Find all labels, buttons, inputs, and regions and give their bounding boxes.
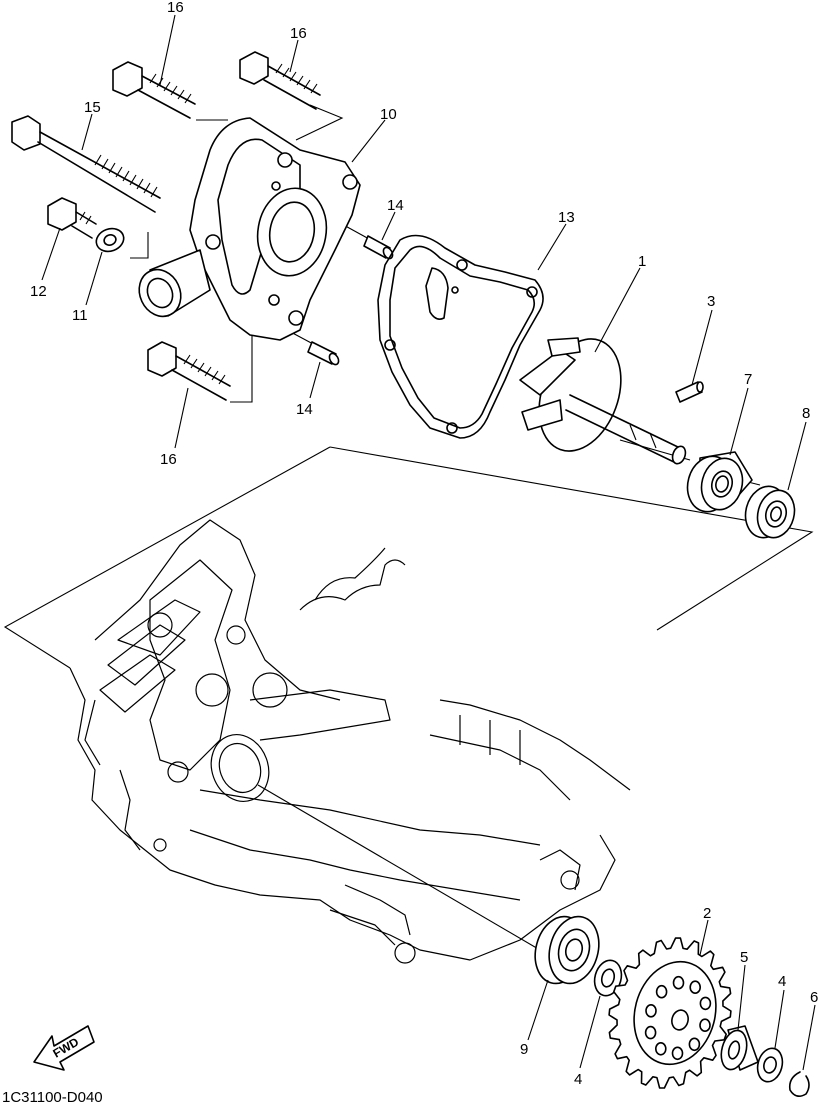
assembly-plane-outline	[329, 446, 814, 631]
part-14-dowel-pin-b	[307, 341, 340, 366]
crankcase	[69, 519, 631, 964]
gear-hole	[671, 1046, 684, 1061]
callout-1: 1	[638, 253, 646, 270]
part-16-bolt-b	[239, 51, 321, 110]
part-13-gasket	[377, 234, 544, 439]
callout-6: 6	[810, 989, 818, 1006]
callout-8: 8	[802, 405, 810, 422]
part-2-gear	[608, 937, 732, 1089]
gear-hole	[672, 975, 685, 990]
drawing-code: 1C31100-D040	[2, 1089, 103, 1105]
callout-5: 5	[740, 949, 748, 966]
part-6-circlip	[788, 1071, 810, 1098]
callout-15: 15	[84, 99, 101, 116]
callout-14-bottom: 14	[296, 401, 313, 418]
part-1-impeller-shaft	[519, 337, 687, 465]
callout-16-bottom: 16	[160, 451, 177, 468]
callout-numbers: 16 16 10 15 14 13 12 11 1 3 7 8 14 16 2 …	[30, 0, 818, 1088]
callout-leaders	[41, 14, 816, 1071]
gear-hole	[689, 980, 702, 995]
gear-hole	[655, 984, 668, 999]
callout-16-top: 16	[167, 0, 184, 16]
part-15-long-bolt	[11, 115, 161, 213]
callout-14-top: 14	[387, 197, 404, 214]
gear-hole	[654, 1042, 667, 1056]
callout-3: 3	[707, 293, 715, 310]
callout-13: 13	[558, 209, 575, 226]
part-3-pin	[675, 381, 704, 403]
part-9-bearing	[534, 915, 600, 985]
callout-4-right: 4	[778, 973, 786, 990]
callout-7: 7	[744, 371, 752, 388]
part-16-bolt-a	[112, 61, 196, 119]
part-11-washer	[95, 227, 125, 253]
gear-hole	[699, 996, 712, 1011]
part-7-bearing	[686, 451, 753, 513]
callout-2: 2	[703, 905, 711, 922]
gear-hole	[644, 1025, 657, 1040]
callout-16-right: 16	[290, 25, 307, 42]
callout-12: 12	[30, 283, 47, 300]
part-8-oil-seal	[744, 485, 796, 539]
part-5-collar	[720, 1025, 759, 1071]
callout-4-left: 4	[574, 1071, 582, 1088]
part-4-washer-a	[593, 959, 623, 997]
gear-hole	[688, 1037, 701, 1052]
fwd-arrow-icon: FWD	[33, 1025, 95, 1071]
gear-hole	[645, 1003, 657, 1018]
callout-10: 10	[380, 106, 397, 123]
callout-9: 9	[520, 1041, 528, 1058]
part-16-bolt-c	[147, 341, 231, 401]
part-10-pump-cover	[138, 117, 361, 341]
part-12-short-bolt	[47, 197, 97, 239]
part-4-washer-b	[756, 1047, 784, 1083]
assembly-plane-outline-left	[3, 446, 331, 669]
callout-11: 11	[72, 307, 88, 324]
gear-hole	[699, 1018, 711, 1032]
